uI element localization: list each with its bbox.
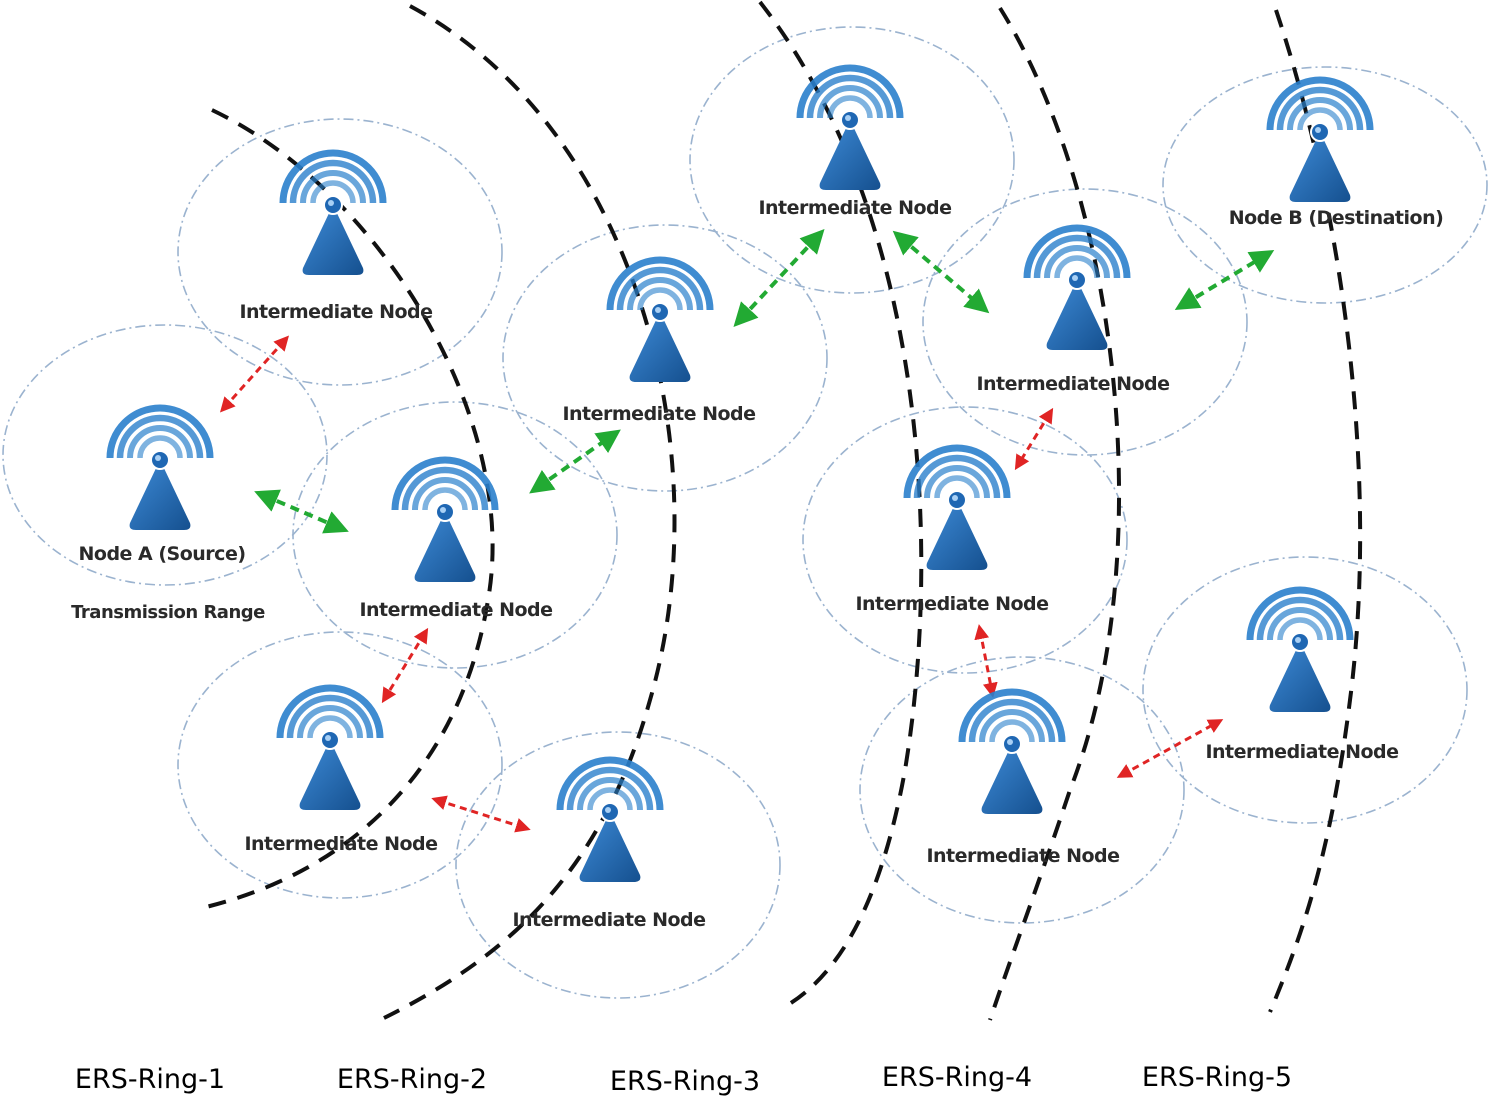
- ers-ring-5-label: ERS-Ring-5: [1142, 1062, 1292, 1093]
- transmission-range-n3: [177, 631, 503, 899]
- node-label-n2: Intermediate Node: [359, 599, 552, 621]
- link-n9-n10: [1116, 719, 1224, 778]
- link-n6-n7: [892, 230, 990, 314]
- wireless-antenna-icon: [276, 684, 384, 810]
- nodes: [106, 64, 1374, 882]
- link-n7-n8: [1014, 407, 1054, 471]
- wireless-antenna-icon: [903, 444, 1011, 570]
- transmission-range-n2: [292, 401, 618, 669]
- node-label-n3: Intermediate Node: [244, 833, 437, 855]
- node-label-n4: Intermediate Node: [512, 909, 705, 931]
- node-label-n8: Intermediate Node: [855, 593, 1048, 615]
- ers-ring-2-label: ERS-Ring-2: [337, 1064, 487, 1095]
- ers-ring-4-label: ERS-Ring-4: [882, 1062, 1032, 1093]
- link-n5-n6: [733, 228, 825, 328]
- link-n2-n5: [529, 429, 621, 494]
- ers-ring-3-label: ERS-Ring-3: [610, 1066, 760, 1097]
- ers-rings: [201, 0, 1363, 1021]
- ers-ring-2-boundary: [383, 4, 677, 1020]
- node-label-n10: Intermediate Node: [1205, 741, 1398, 763]
- node-label-n5: Intermediate Node: [562, 403, 755, 425]
- node-label-n6: Intermediate Node: [758, 197, 951, 219]
- transmission-range-n9: [859, 656, 1185, 924]
- transmission-range-n6: [689, 26, 1015, 294]
- transmission-range-n7: [922, 188, 1248, 456]
- wireless-antenna-icon: [1266, 76, 1374, 202]
- wireless-antenna-icon: [1023, 224, 1131, 350]
- transmission-range-caption: Transmission Range: [71, 602, 265, 623]
- transmission-range-n4: [455, 731, 781, 999]
- ers-ring-1-boundary: [201, 108, 495, 910]
- node-label-source: Node A (Source): [78, 543, 245, 565]
- wireless-antenna-icon: [106, 404, 214, 530]
- ers-ring-4-boundary: [988, 6, 1122, 1021]
- link-n3-n4: [431, 795, 531, 833]
- link-n7-dest: [1174, 250, 1275, 310]
- wireless-antenna-icon: [606, 256, 714, 382]
- wireless-antenna-icon: [279, 149, 387, 275]
- wireless-antenna-icon: [1246, 586, 1354, 712]
- ers-ring-1-label: ERS-Ring-1: [75, 1064, 225, 1095]
- transmission-range-n5: [502, 224, 828, 492]
- link-n2-n3: [381, 627, 429, 704]
- transmission-range-n1: [177, 118, 503, 386]
- node-label-dest: Node B (Destination): [1229, 207, 1444, 229]
- link-source-n1: [219, 335, 290, 413]
- wireless-antenna-icon: [556, 756, 664, 882]
- transmission-range-n8: [802, 406, 1128, 674]
- transmission-range-dest: [1162, 66, 1488, 304]
- transmission-range-source: [2, 324, 328, 586]
- wireless-antenna-icon: [796, 64, 904, 190]
- transmission-range-n10: [1142, 556, 1468, 824]
- wireless-antenna-icon: [958, 688, 1066, 814]
- transmission-ranges: [2, 26, 1488, 999]
- link-source-n2: [254, 489, 349, 534]
- link-n8-n9: [974, 624, 998, 698]
- node-label-n9: Intermediate Node: [926, 845, 1119, 867]
- links: [219, 228, 1275, 833]
- node-label-n1: Intermediate Node: [239, 301, 432, 323]
- labels: Node A (Source)Intermediate NodeIntermed…: [75, 197, 1444, 1097]
- wireless-antenna-icon: [391, 456, 499, 582]
- node-label-n7: Intermediate Node: [976, 373, 1169, 395]
